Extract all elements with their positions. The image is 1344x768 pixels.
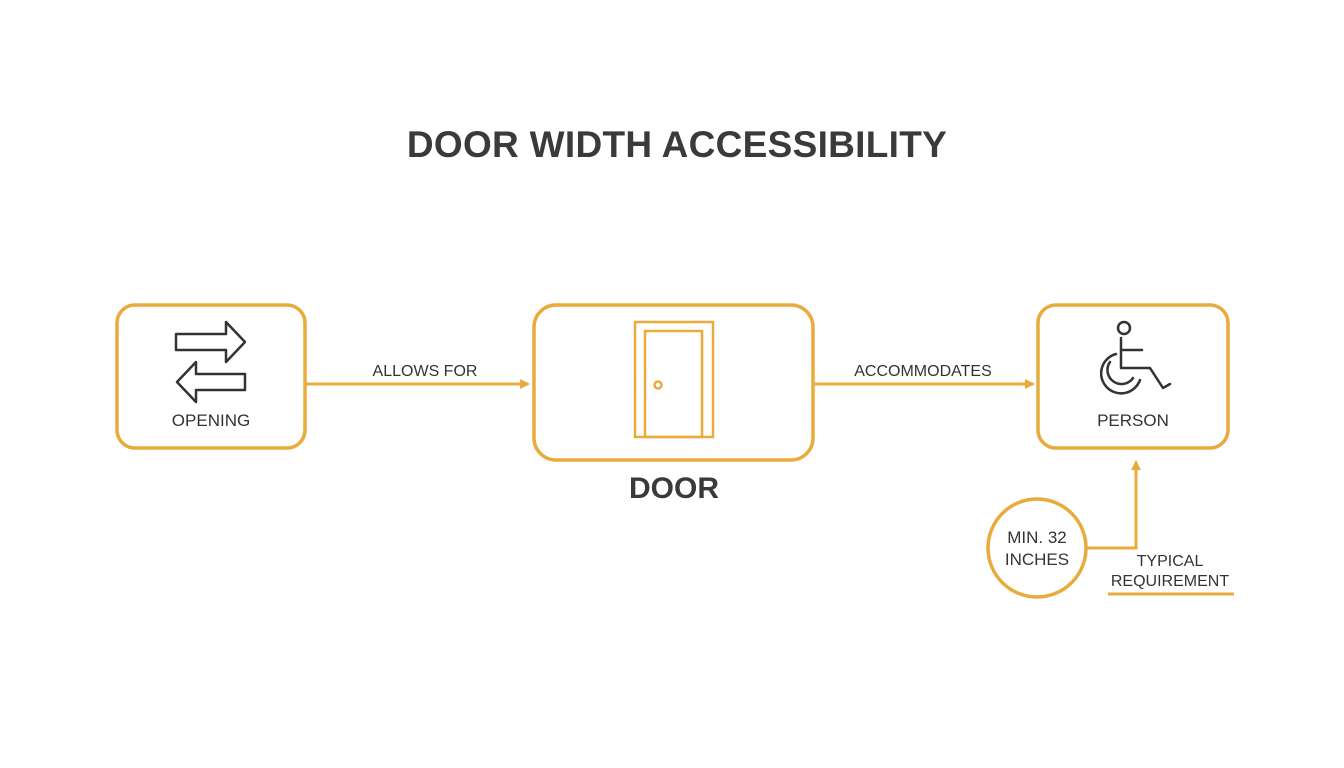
edge-label-accommodates: ACCOMMODATES [854,363,992,380]
wheelchair-icon [1099,320,1172,395]
opening-label: OPENING [171,411,251,430]
edge-label-allows-for: ALLOWS FOR [372,363,478,380]
door-label: DOOR [629,472,719,505]
door-icon [633,320,715,439]
person-label: PERSON [1097,411,1169,430]
opening-node [115,303,307,450]
person-node [1036,303,1230,450]
edge-measurement-to-person [1086,460,1141,550]
page-title: DOOR WIDTH ACCESSIBILITY [406,124,948,165]
note-line-2: REQUIREMENT [1110,573,1230,590]
measurement-value: MIN. 32 [1007,528,1067,547]
measurement-unit: INCHES [1004,550,1070,569]
swap-arrows-icon [174,320,247,404]
measurement-text: MIN. 32 INCHES [992,527,1082,571]
requirement-note: TYPICAL REQUIREMENT [1100,552,1240,592]
note-line-1: TYPICAL [1136,553,1204,570]
